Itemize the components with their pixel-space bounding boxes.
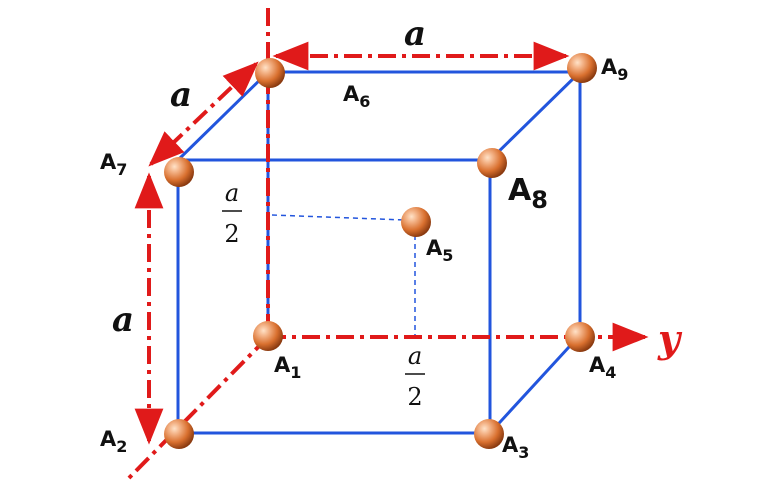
y-axis-label: y [657,316,683,361]
x-axis [123,335,270,484]
atom-labels: A6 A9 A7 A8 A5 A1 A4 A2 A3 [100,55,628,462]
fraction-vertical-numerator: a [225,179,239,207]
axes [123,8,649,484]
label-a1: A1 [274,353,301,382]
guide-horizontal [271,214,406,221]
dimension-top-label: a [404,14,426,54]
fraction-vertical-denominator: 2 [224,220,239,248]
cube-edges [176,70,582,435]
label-a8: A8 [508,173,548,214]
fraction-horizontal-numerator: a [408,342,422,370]
label-a7: A7 [100,150,127,179]
edge-top-right-depth [488,70,582,162]
edge-bottom-right-depth [488,333,582,435]
label-a2: A2 [100,427,127,456]
atoms [164,53,597,449]
atom-a1 [253,321,283,351]
label-a6: A6 [343,82,370,111]
label-a3: A3 [502,433,529,462]
atom-a8 [477,148,507,178]
fraction-horizontal-denominator: 2 [407,383,422,411]
label-a9: A9 [601,55,628,84]
atom-a2 [164,419,194,449]
atom-a9 [567,53,597,83]
dimension-vertical-label: a [112,300,134,340]
label-a5: A5 [426,236,453,265]
atom-a4 [565,322,595,352]
center-guides [271,214,416,335]
label-a4: A4 [589,353,616,382]
fraction-vertical: a 2 [222,179,242,248]
dimension-depth-label: a [170,75,192,115]
dimension-arrows [134,41,570,445]
atom-a5 [401,207,431,237]
atom-a3 [474,419,504,449]
dimension-depth-arrow [148,61,259,167]
atom-a7 [164,157,194,187]
atom-a6 [255,58,285,88]
fraction-horizontal: a 2 [405,342,425,411]
